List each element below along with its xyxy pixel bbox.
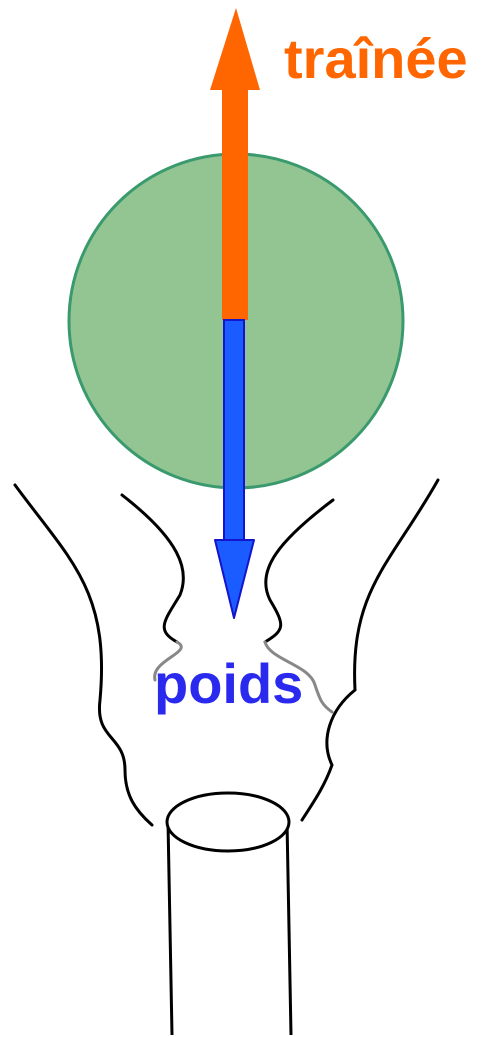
nozzle-icon: [167, 793, 291, 1035]
air-jet-right-outer: [302, 480, 438, 820]
air-jet-left-outer: [15, 485, 152, 825]
weight-label: poids: [154, 652, 303, 715]
air-flow-right: [265, 500, 333, 642]
air-flow-left: [122, 495, 183, 642]
drag-label: traînée: [284, 27, 468, 90]
